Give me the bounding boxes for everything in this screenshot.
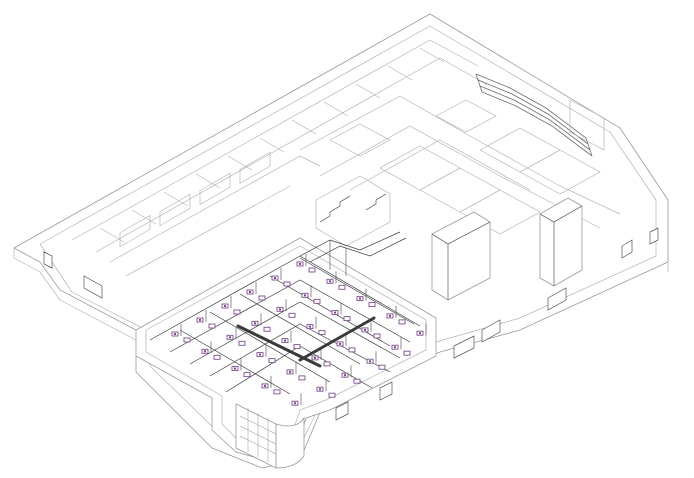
diffuser-core [249, 291, 251, 293]
rooftop-ramp [475, 73, 605, 157]
diffuser [313, 298, 321, 304]
diffuser [403, 350, 411, 356]
diffuser-core [309, 325, 311, 328]
diffuser [258, 295, 266, 301]
diffuser [293, 344, 301, 350]
diffuser-core [319, 388, 321, 391]
diffuser-core [284, 339, 286, 342]
diffuser-core [174, 333, 176, 335]
diffuser [283, 281, 291, 287]
diffuser [298, 375, 306, 381]
diffuser [398, 319, 406, 325]
diffuser-core [279, 308, 281, 311]
diffuser-core [229, 336, 231, 339]
diffuser-core [299, 263, 301, 265]
diffuser [308, 267, 316, 273]
exterior-windows [43, 227, 659, 421]
diffuser [238, 340, 246, 346]
hvac-diffusers [171, 261, 424, 406]
diffuser [208, 323, 216, 329]
diffuser-core [289, 370, 291, 373]
diffuser [368, 302, 376, 308]
diffuser-core [364, 328, 366, 331]
diffuser [318, 330, 326, 336]
east-wing-rooms [299, 95, 621, 301]
diffuser [353, 378, 361, 384]
diffuser [323, 361, 331, 367]
diffuser-core [274, 277, 276, 279]
diffuser [183, 337, 191, 343]
hvac-drops [180, 254, 427, 406]
diffuser [243, 372, 251, 378]
diffuser [373, 333, 381, 339]
diffuser [213, 354, 221, 360]
diffuser [328, 392, 336, 398]
diffuser-core [259, 353, 261, 356]
tower-grid [239, 408, 277, 462]
hvac-piping [149, 231, 421, 395]
diffuser [273, 389, 281, 395]
diffuser-core [314, 356, 316, 359]
diffuser-core [204, 350, 206, 353]
diffuser-core [334, 311, 336, 314]
diffuser-core [234, 367, 236, 370]
diffuser-core [339, 342, 341, 345]
north-wing-rooms [71, 39, 487, 277]
diffuser [348, 347, 356, 353]
diffuser [233, 309, 241, 315]
diffuser-core [199, 319, 201, 321]
diffuser [338, 284, 346, 290]
diffuser-core [394, 346, 396, 349]
diffuser-core [359, 297, 361, 300]
diffuser-core [264, 384, 266, 387]
diffuser-core [304, 294, 306, 297]
diffuser-core [254, 322, 256, 325]
diffuser-core [419, 332, 421, 335]
diffuser [268, 358, 276, 364]
diffuser-core [294, 402, 296, 405]
diffuser [263, 326, 271, 332]
diffuser-core [329, 280, 331, 283]
diffuser-core [224, 305, 226, 307]
diffuser [288, 312, 296, 318]
diffuser-core [369, 360, 371, 363]
diffuser-core [389, 314, 391, 317]
diffuser [343, 316, 351, 322]
diffuser [378, 364, 386, 370]
diffuser-core [344, 374, 346, 377]
